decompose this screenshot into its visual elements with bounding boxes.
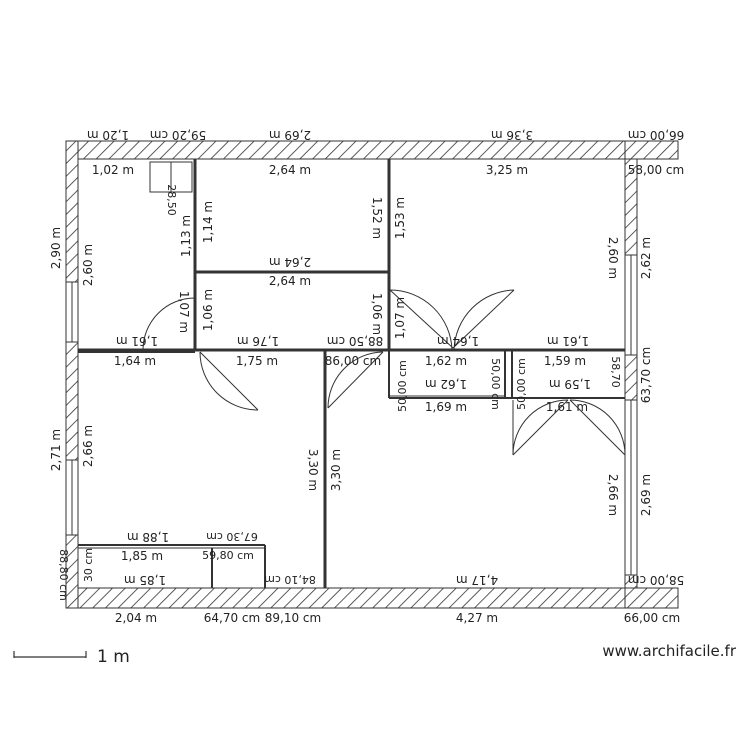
dim-label: 1,75 m	[236, 354, 278, 368]
dim-label: 2,66 m	[81, 425, 95, 467]
dim-label: 63,70 cm	[639, 347, 653, 403]
dim-label: 2,71 m	[49, 429, 63, 471]
dim-label: 64,70 cm	[204, 611, 260, 625]
dim-label: 2,69 m	[269, 128, 311, 142]
wall-top	[65, 140, 679, 160]
dim-label: 1,62 m	[425, 354, 467, 368]
dim-label: 1,59 m	[549, 377, 591, 391]
door-double-right	[452, 289, 515, 351]
dim-label: 1,85 m	[121, 549, 163, 563]
dim-label: 1,64 m	[114, 354, 156, 368]
dim-label: 1,76 m	[237, 334, 279, 348]
dim-label: 1,61 m	[116, 334, 158, 348]
dim-label: 66,00 cm	[628, 128, 684, 142]
dim-label: 2,64 m	[269, 274, 311, 288]
dim-label: 2,60 m	[606, 237, 620, 279]
dim-label: 50,00 cm	[396, 360, 409, 412]
dim-label: 1,07 m	[393, 297, 407, 339]
dim-label: 58,70	[609, 356, 622, 388]
dim-label: 88,50 cm	[327, 334, 383, 348]
dimension-labels: 1,20 m 59,20 cm 2,69 m 3,36 m 66,00 cm 1…	[49, 128, 684, 625]
dim-label: 1,88 m	[127, 530, 169, 544]
dim-label: 30 cm	[82, 548, 95, 582]
dim-label: 3,36 m	[491, 128, 533, 142]
dim-label: 2,64 m	[269, 255, 311, 269]
dim-label: 58,00 cm	[628, 573, 684, 587]
dim-label: 4,27 m	[456, 611, 498, 625]
interior-walls	[78, 159, 625, 588]
dim-label: 1,14 m	[201, 201, 215, 243]
dim-label: 1,20 m	[87, 128, 129, 142]
dim-label: 1,85 m	[124, 573, 166, 587]
dim-label: 50,00 cm	[489, 358, 502, 410]
dim-label: 1,64 m	[437, 334, 479, 348]
dim-label: 2,60 m	[81, 244, 95, 286]
dim-label: 3,30 m	[306, 449, 320, 491]
dim-label: 1,13 m	[179, 215, 193, 257]
dim-label: 2,64 m	[269, 163, 311, 177]
dim-label: 84,10 cm	[264, 573, 316, 586]
dim-label: 58,00 cm	[628, 163, 684, 177]
dim-label: 1,07 m	[177, 291, 191, 333]
dim-label: 1,53 m	[393, 197, 407, 239]
door-living	[327, 351, 384, 409]
scale-bar: 1 m	[13, 647, 130, 667]
wall-left	[65, 140, 79, 609]
dim-label: 86,00 cm	[325, 354, 381, 368]
dim-label: 4,17 m	[456, 573, 498, 587]
dim-label: 59,20 cm	[150, 128, 206, 142]
dim-label: 59,80 cm	[202, 549, 254, 562]
doors	[142, 289, 626, 456]
dim-label: 1,59 m	[544, 354, 586, 368]
dim-label: 1,61 m	[547, 334, 589, 348]
dim-label: 2,62 m	[639, 237, 653, 279]
exterior-walls	[65, 140, 679, 609]
dim-label: 1,06 m	[370, 293, 384, 335]
dim-label: 66,00 cm	[624, 611, 680, 625]
dim-label: 2,90 m	[49, 227, 63, 269]
dim-label: 1,62 m	[425, 377, 467, 391]
dim-label: 2,04 m	[115, 611, 157, 625]
door-double-left	[389, 289, 454, 351]
dim-label: 28,50	[165, 184, 178, 216]
dim-label: 1,69 m	[425, 400, 467, 414]
dim-label: 50,00 cm	[515, 358, 528, 410]
door-right-right	[569, 399, 626, 456]
dim-label: 1,02 m	[92, 163, 134, 177]
dim-label: 89,10 cm	[265, 611, 321, 625]
dim-label: 1,61 m	[546, 400, 588, 414]
brand-watermark: www.archifacile.fr	[602, 642, 736, 660]
dim-label: 67,30 cm	[206, 530, 258, 543]
door-corridor	[199, 351, 259, 411]
wall-bottom	[65, 587, 679, 609]
dim-label: 2,69 m	[639, 474, 653, 516]
dim-label: 88,80 cm	[57, 549, 70, 601]
dim-label: 1,06 m	[201, 289, 215, 331]
dim-label: 3,25 m	[486, 163, 528, 177]
dim-label: 2,66 m	[606, 474, 620, 516]
scale-label: 1 m	[97, 647, 130, 667]
door-right-left	[512, 399, 569, 456]
dim-label: 3,30 m	[329, 449, 343, 491]
dim-label: 1,52 m	[370, 197, 384, 239]
door-room1	[142, 297, 196, 351]
